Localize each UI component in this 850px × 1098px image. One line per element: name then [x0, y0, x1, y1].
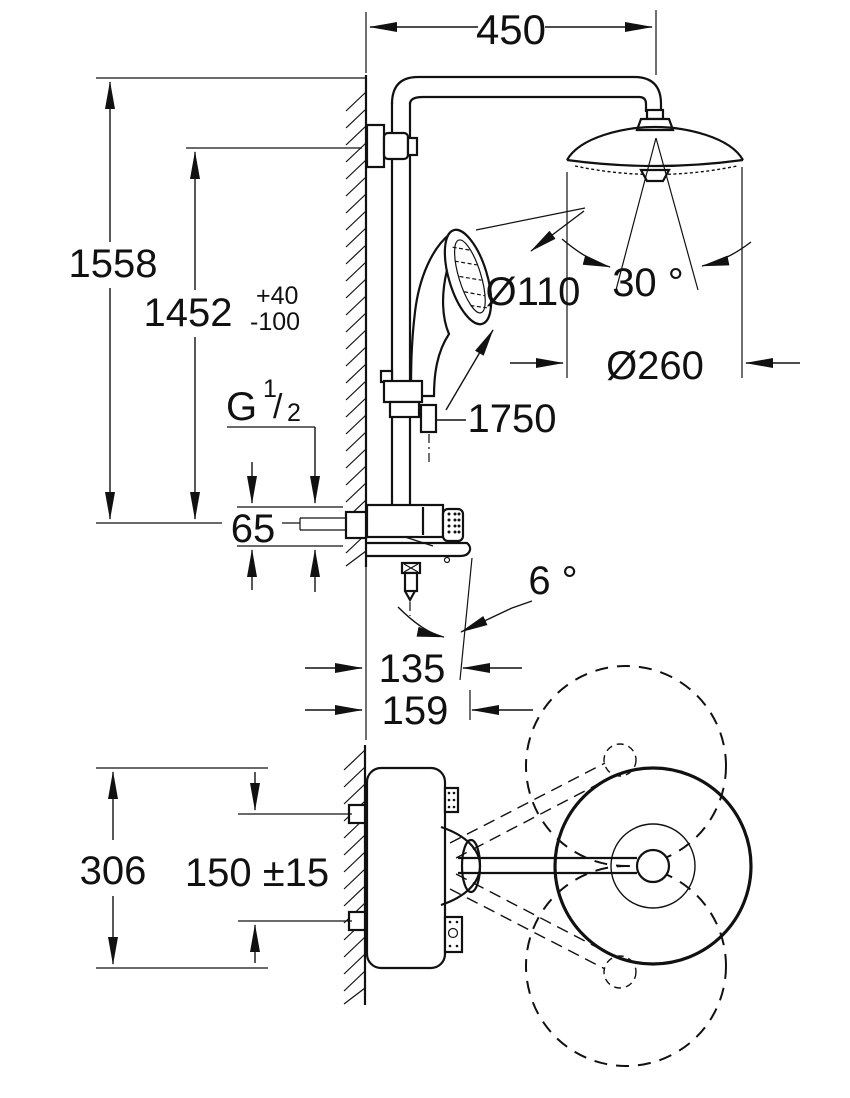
supply-inlet — [299, 510, 368, 540]
slider-bracket — [379, 369, 438, 464]
plan-ball-joint — [635, 848, 671, 884]
knob-knurling — [447, 512, 461, 534]
dim-65-group: 65 — [231, 462, 343, 590]
dim-hand-shower-diameter: Ø110 — [486, 270, 581, 314]
wall-section-side — [345, 75, 368, 740]
dim-1452-group: 1452 +40 -100 — [96, 147, 362, 524]
head-swivel-range — [525, 665, 727, 1067]
wall-section-plan — [343, 745, 367, 1005]
swivel-arm-positions — [449, 743, 637, 989]
dim-159-group: 159 — [305, 689, 533, 733]
lower-outlet — [400, 561, 422, 616]
mounting-tab-bottom — [443, 915, 464, 954]
hose-outlet — [419, 403, 438, 434]
plan-arm-and-head — [440, 766, 753, 966]
thread-sup: 1 — [263, 375, 277, 403]
plan-mixer-body — [347, 766, 464, 970]
dim-1558-group: 1558 — [69, 77, 366, 520]
dim-spray-angle: 30 ° — [612, 261, 684, 305]
wall-bracket — [365, 123, 419, 169]
wall-hatching-plan — [343, 749, 366, 1005]
dim-shelf-angle: 6 ° — [528, 559, 577, 603]
hand-shower — [409, 228, 493, 398]
plan-head-shower — [553, 766, 753, 966]
dim-body-height: 65 — [231, 507, 276, 551]
dim-450-group: 450 — [365, 6, 657, 75]
dim-plan-body-width: 306 — [80, 849, 147, 893]
dim-overall-depth: 159 — [382, 689, 449, 733]
dim-shelf-depth: 135 — [379, 647, 446, 691]
thermostat-body — [365, 503, 465, 547]
shower-rail-and-arm — [390, 75, 663, 506]
dim-head-height-tol-minus: -100 — [250, 308, 300, 336]
dim-inlet-spacing: 150 ±15 — [185, 851, 329, 895]
dim-260-group: Ø260 — [510, 167, 800, 388]
dim-total-height: 1558 — [69, 242, 158, 286]
dim-arm-projection: 450 — [476, 6, 546, 53]
shelf-angle-6: 6 ° — [397, 557, 578, 681]
mounting-tab-top — [443, 786, 460, 814]
dim-135-group: 135 — [305, 647, 522, 691]
thread-g: G — [226, 385, 257, 429]
dim-150-group: 150 ±15 — [185, 772, 352, 963]
head-shower — [566, 108, 744, 183]
thread-label-g-half: G 1 / 2 — [226, 375, 320, 592]
dim-1750-group: 1750 — [437, 397, 556, 441]
dim-head-height-tol-plus: +40 — [256, 282, 298, 310]
dim-head-shower-diameter: Ø260 — [606, 344, 704, 388]
dim-110-group: Ø110 — [445, 207, 586, 411]
thread-slash: / — [273, 388, 283, 426]
thread-sub: 2 — [287, 399, 301, 427]
wall-hatching-side — [345, 91, 367, 567]
dim-306-group: 306 — [80, 767, 268, 969]
dim-hose-length: 1750 — [468, 397, 557, 441]
dim-head-height: 1452 — [144, 291, 233, 335]
shelf — [366, 541, 472, 616]
spray-angle-30: 30 ° — [561, 137, 752, 305]
